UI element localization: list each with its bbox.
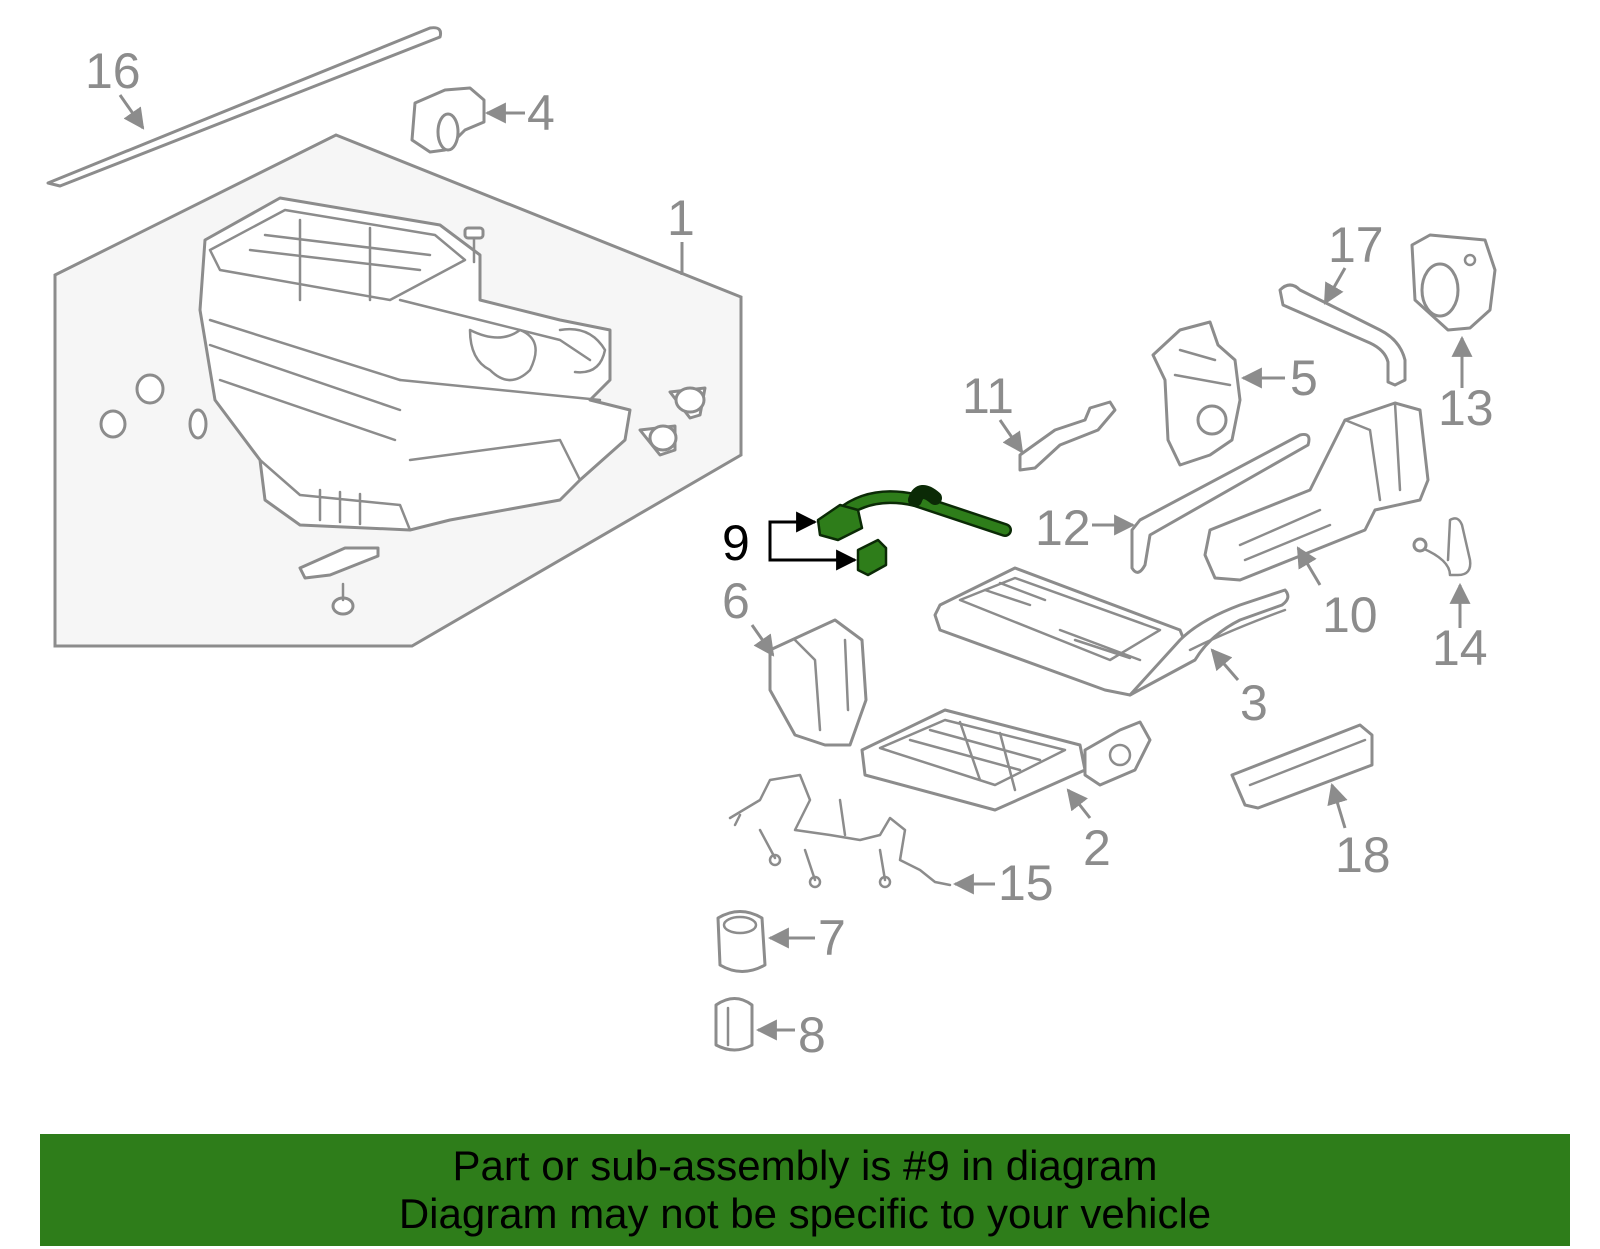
callout-2: 2 [1083,820,1111,876]
part-17-hose [1278,283,1407,387]
part-14-clip [1412,517,1472,577]
callout-8: 8 [798,1007,826,1063]
part-18-filter [1230,723,1374,810]
callout-16: 16 [85,43,141,99]
leader-11 [998,419,1024,454]
callout-5: 5 [1290,350,1318,406]
callout-1: 1 [667,190,695,246]
callout-15: 15 [998,855,1054,911]
callout-13: 13 [1438,380,1494,436]
part-12-duct [1130,433,1311,574]
leader-16 [118,94,145,130]
callout-14: 14 [1432,620,1488,676]
info-banner: Part or sub-assembly is #9 in diagram Di… [40,1134,1570,1246]
callout-6: 6 [722,573,750,629]
part-5-motor [1151,320,1242,467]
leader-6 [750,624,775,657]
leader-10 [1296,546,1322,586]
banner-line-2: Diagram may not be specific to your vehi… [398,1190,1212,1237]
part-16-strip [46,26,442,188]
part-2-evaporator [860,708,1152,812]
leader-9a [768,511,818,540]
part-8-grommet [714,997,754,1052]
part-11-bracket [1018,400,1117,472]
part-3-heater-core [933,566,1290,697]
callout-12: 12 [1035,500,1091,556]
leader-17 [1323,267,1347,305]
leader-3 [1210,648,1240,681]
callout-3: 3 [1240,675,1268,731]
leader-2 [1066,788,1092,819]
leader-9b [768,540,858,571]
callout-11: 11 [962,368,1014,424]
callout-4: 4 [527,85,555,141]
part-13-actuator [1410,233,1497,332]
part-9-highlighted-pipe [816,485,1012,577]
part-6-duct-piece [768,618,868,747]
callout-9: 9 [722,515,750,571]
callout-17: 17 [1328,217,1384,273]
part-7-grommet [716,910,767,973]
banner-line-1: Part or sub-assembly is #9 in diagram [452,1142,1158,1189]
part-4-bracket [410,86,486,154]
callout-18: 18 [1335,827,1391,883]
leader-18 [1327,782,1348,829]
callout-7: 7 [818,910,846,966]
part-1-heater-unit-panel [53,133,743,648]
part-15-wire-harness [728,773,952,889]
part-10-duct-assembly [1203,401,1430,582]
callout-10: 10 [1322,587,1378,643]
